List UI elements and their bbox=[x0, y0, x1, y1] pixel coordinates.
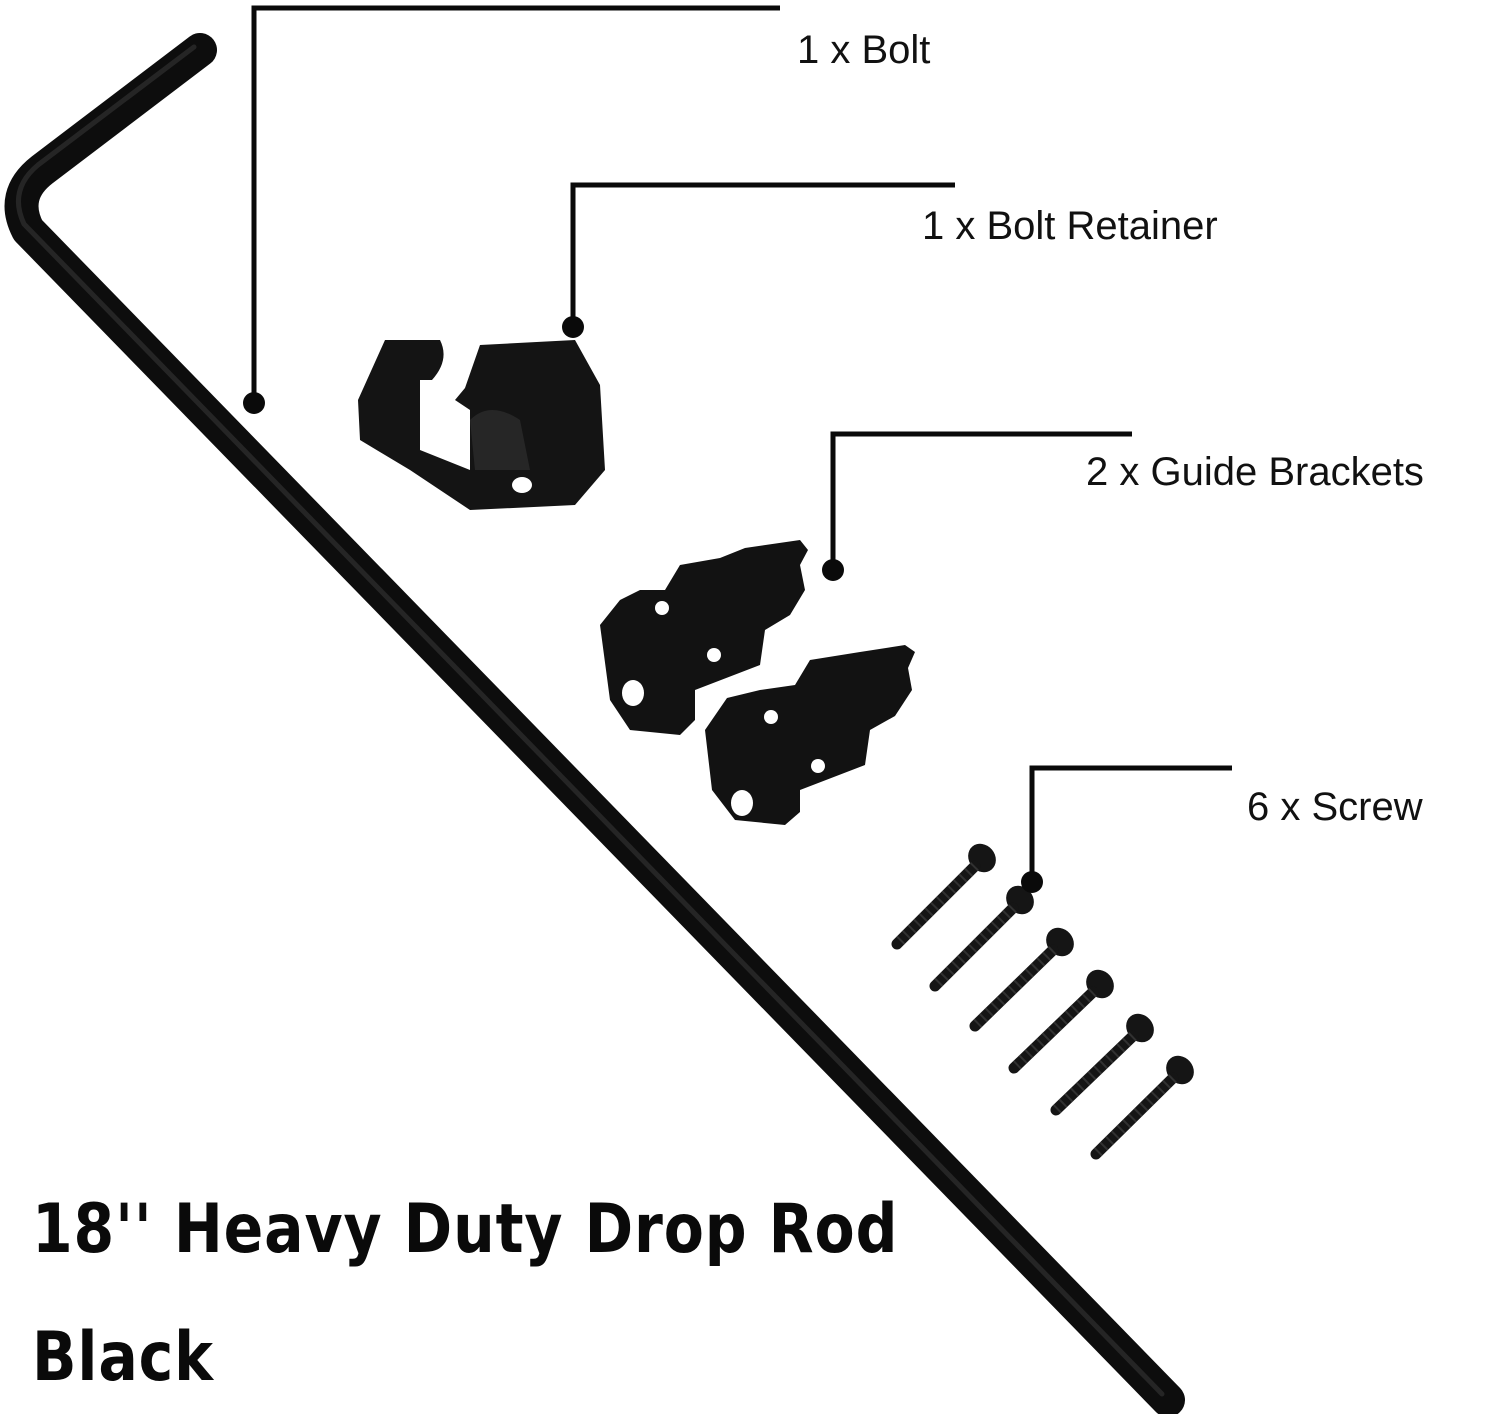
leader-line-retainer bbox=[562, 182, 955, 338]
screw-3 bbox=[969, 927, 1074, 1032]
callout-label-guide-brackets: 2 x Guide Brackets bbox=[1086, 450, 1424, 494]
leader-line-screw bbox=[1021, 765, 1232, 893]
screw-5 bbox=[1050, 1013, 1154, 1116]
guide-bracket-1 bbox=[600, 540, 808, 735]
callout-label-bolt: 1 x Bolt bbox=[797, 28, 931, 72]
product-title: 18'' Heavy Duty Drop Rod bbox=[32, 1190, 899, 1269]
bolt-retainer bbox=[358, 340, 605, 510]
drop-rod-bolt bbox=[4, 33, 1185, 1414]
leader-line-bolt bbox=[243, 5, 780, 414]
leader-line-brackets bbox=[822, 431, 1132, 581]
callout-label-screw: 6 x Screw bbox=[1247, 785, 1423, 829]
screw-6 bbox=[1090, 1055, 1194, 1160]
guide-bracket-2 bbox=[705, 645, 915, 825]
product-color: Black bbox=[32, 1318, 214, 1397]
callout-label-bolt-retainer: 1 x Bolt Retainer bbox=[922, 204, 1218, 248]
screw-2 bbox=[929, 885, 1034, 992]
screw-1 bbox=[891, 843, 996, 950]
screw-4 bbox=[1008, 969, 1114, 1074]
